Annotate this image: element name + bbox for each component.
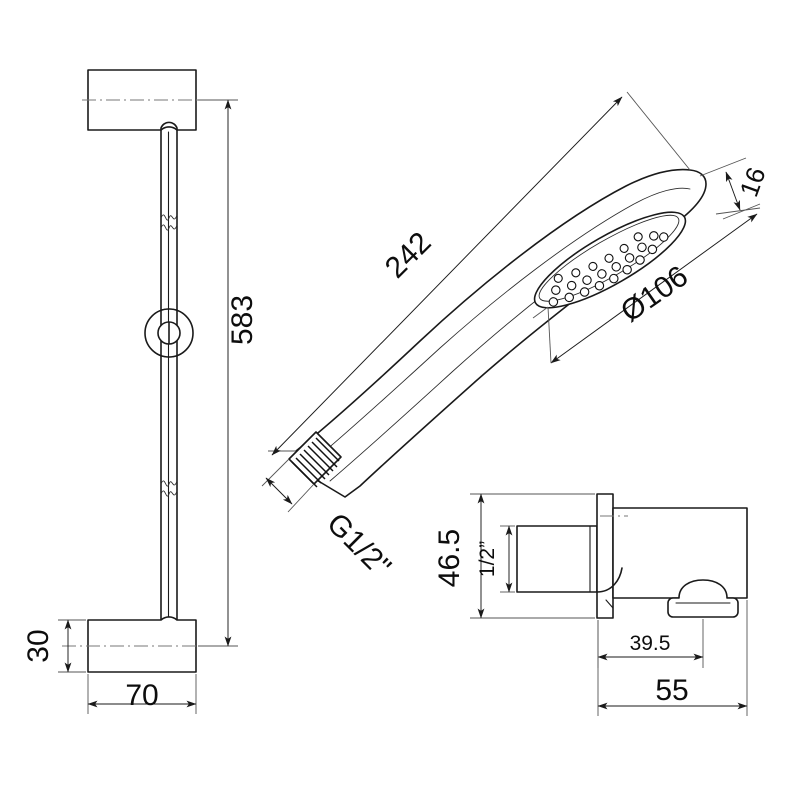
rail-break-upper <box>160 214 178 231</box>
label-shower-thread: G1/2" <box>320 507 397 584</box>
rail-top-bracket <box>82 69 214 131</box>
dim-bracket-height <box>58 619 86 673</box>
wall-outlet-view <box>470 493 748 716</box>
label-outlet-depth-total: 55 <box>655 674 688 707</box>
label-head-thickness: 16 <box>734 163 772 200</box>
outlet-inlet-thread <box>516 525 598 593</box>
dim-head-diameter <box>532 207 761 364</box>
outlet-body <box>600 507 748 599</box>
outlet-wall-flange <box>596 493 614 619</box>
outlet-inner-curve <box>596 567 623 609</box>
rail-slider-holder[interactable] <box>144 308 194 358</box>
handshower-view <box>261 91 761 513</box>
dim-bracket-width <box>87 674 197 714</box>
dim-shower-length <box>268 91 691 456</box>
rail-break-lower <box>160 480 178 497</box>
label-bracket-width: 70 <box>125 679 158 712</box>
dim-outlet-thread <box>500 525 515 593</box>
rail-bottom-bracket <box>62 616 214 673</box>
label-outlet-depth-inner: 39.5 <box>630 632 671 655</box>
label-bracket-height: 30 <box>22 629 55 662</box>
dim-outlet-height <box>470 493 595 619</box>
label-outlet-height: 46.5 <box>433 529 466 587</box>
slide-rail-view <box>58 69 238 714</box>
label-shower-length: 242 <box>379 226 438 285</box>
label-outlet-thread: 1/2” <box>476 541 499 577</box>
rail-tube <box>160 121 178 621</box>
dim-shower-thread <box>261 458 315 513</box>
label-rail-height: 583 <box>226 295 259 345</box>
dim-rail-height <box>198 99 238 647</box>
dim-outlet-depth-total <box>597 600 748 716</box>
outlet-hose-connector <box>667 579 739 618</box>
